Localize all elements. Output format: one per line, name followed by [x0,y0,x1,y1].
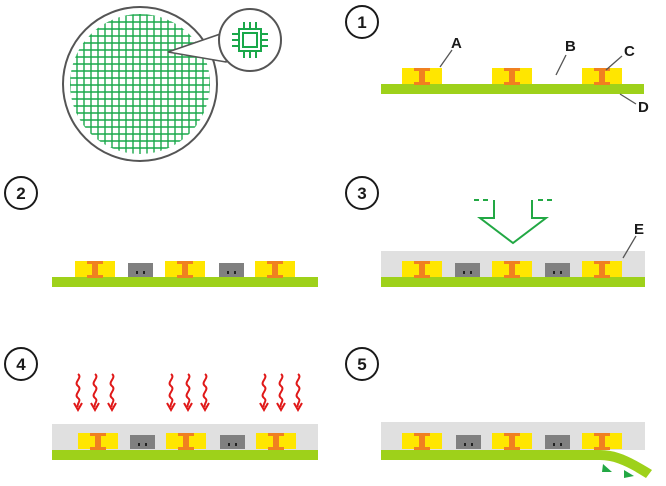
pad-with-via [402,433,442,450]
pad-with-via [582,261,622,278]
pad-with-via [492,68,532,85]
down-arrow-icon [474,199,552,245]
pad-with-via [255,261,295,278]
peeling-substrate [381,450,652,478]
pad-with-via [166,433,206,450]
zoom-circle [218,8,282,72]
label-b: B [565,38,576,55]
step-1: 1 A B C D [345,5,649,116]
component [545,263,570,277]
component [219,263,244,277]
pad-with-via [492,433,532,450]
pad-with-via [78,433,118,450]
leader-line-a [439,49,453,68]
component [130,435,155,449]
peel-arrow-icon [602,464,612,472]
pad-with-via [492,261,532,278]
label-c: C [624,43,635,60]
label-e: E [634,221,644,238]
step-number: 4 [16,355,26,374]
step-2: 2 [4,176,318,287]
pad-with-via [75,261,115,278]
pad-with-via [582,433,622,450]
step-number: 5 [357,355,366,374]
step-number-badge [345,176,379,210]
chip-icon [232,22,268,58]
label-d: D [638,99,649,116]
step-number-badge [345,5,379,39]
step-number: 2 [16,184,25,203]
substrate [381,84,644,94]
leader-line-c [605,55,623,71]
pad-with-via [582,68,622,85]
step-number: 3 [357,184,366,203]
component [456,435,481,449]
leader-line-d [619,93,637,105]
pad-with-via [256,433,296,450]
pad-with-via [402,68,442,85]
component [128,263,153,277]
label-a: A [451,35,462,52]
step-3: 3 E [345,176,645,287]
heat-wave-icon [73,373,303,411]
substrate [52,450,318,460]
component [455,263,480,277]
pad-with-via [165,261,205,278]
step-number-badge [4,347,38,381]
substrate [52,277,318,287]
leader-line-e [622,235,637,259]
component [220,435,245,449]
step-number-badge [4,176,38,210]
pad-with-via [402,261,442,278]
step-5: 5 [345,347,652,478]
step-number: 1 [357,13,366,32]
peel-arrow-icon [624,470,634,478]
substrate [381,277,645,287]
step-number-badge [345,347,379,381]
leader-line-b [555,54,567,76]
component [545,435,570,449]
wafer-illustration [62,6,282,162]
step-4: 4 [4,347,318,460]
